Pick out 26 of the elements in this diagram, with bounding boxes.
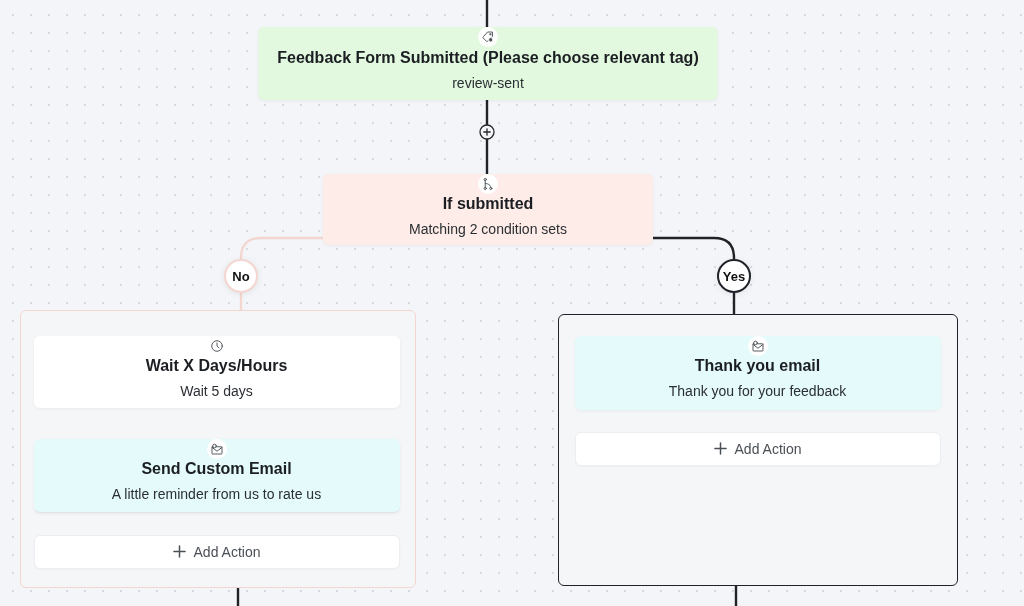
connector xyxy=(734,586,738,606)
step-subtitle: Matching 2 condition sets xyxy=(409,220,567,238)
branch-container xyxy=(20,310,416,588)
connector xyxy=(653,236,736,260)
add-action-button: Add Action xyxy=(33,534,400,569)
step-title: Wait X Days/Hours xyxy=(145,355,288,376)
wait-step-card xyxy=(33,335,400,408)
step-subtitle: Thank you for your feedback xyxy=(668,381,847,400)
step-title: Thank you email xyxy=(694,355,821,376)
connector xyxy=(239,236,323,260)
step-subtitle: A little reminder from us to rate us xyxy=(111,484,322,503)
step-title: If submitted xyxy=(442,194,534,214)
email-step-card xyxy=(574,335,941,410)
step-subtitle: review-sent xyxy=(452,74,524,92)
trigger-card xyxy=(258,27,718,100)
email-step-card xyxy=(33,438,400,513)
connector xyxy=(485,0,489,27)
condition-card xyxy=(323,174,653,245)
branch-container xyxy=(558,314,958,586)
branch-label: No xyxy=(224,259,258,293)
step-title: Send Custom Email xyxy=(141,458,292,479)
step-subtitle: Wait 5 days xyxy=(180,381,253,400)
step-title: Feedback Form Submitted (Please choose relevant tag) xyxy=(277,48,699,68)
connector xyxy=(732,293,736,314)
add-action-button: Add Action xyxy=(574,431,941,466)
branch-label: Yes xyxy=(717,259,751,293)
